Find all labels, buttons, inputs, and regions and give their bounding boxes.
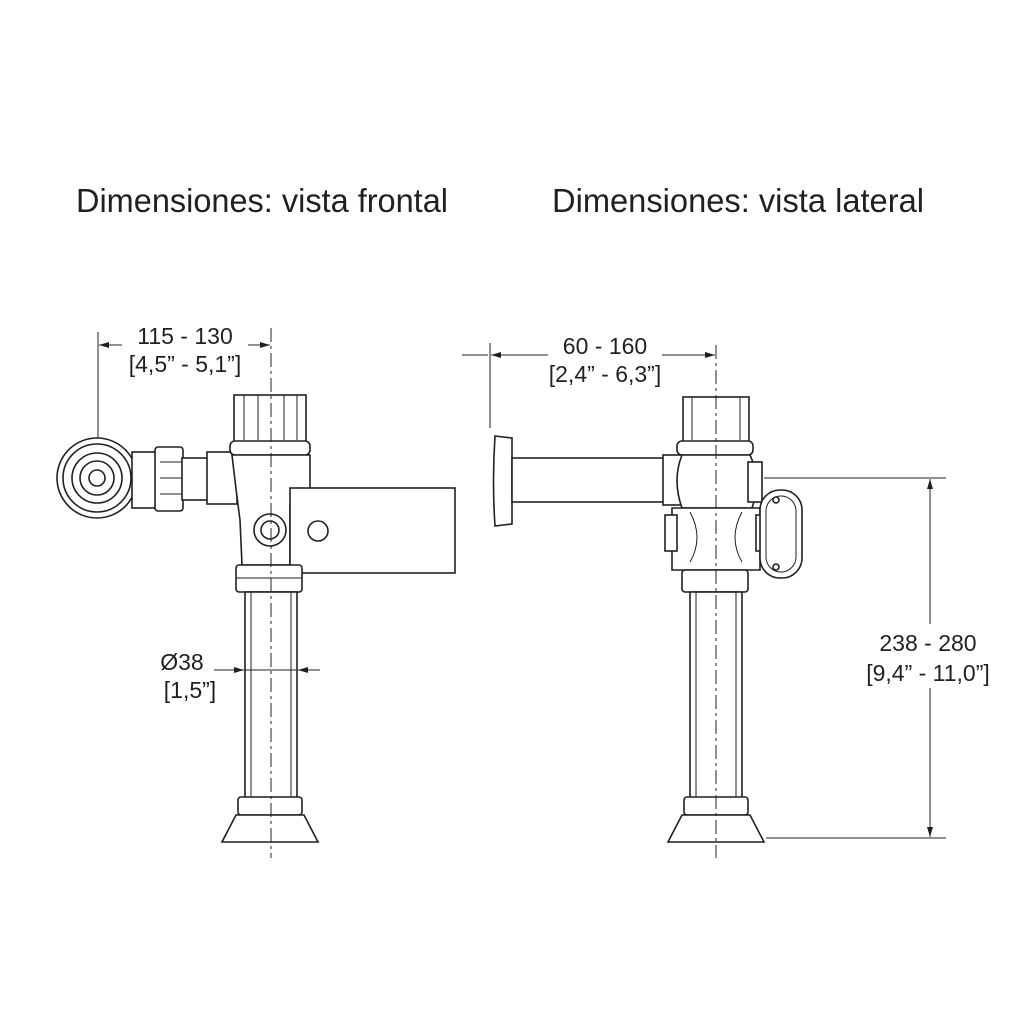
adjustment-screw-icon (260, 520, 280, 540)
coupling-nut (154, 446, 184, 512)
valve-cap (233, 394, 307, 444)
height-in: [9,4” - 11,0”] (866, 660, 990, 686)
side-valve-body (676, 454, 758, 509)
wall-flange (492, 435, 513, 527)
front-width-mm: 115 - 130 (137, 323, 232, 349)
side-view-drawing: 60 - 160 [2,4” - 6,3”] 238 - 2 (462, 333, 1008, 858)
pipe-diameter-in: [1,5”] (164, 677, 216, 703)
horizontal-pipe (511, 457, 666, 503)
front-flange (220, 814, 320, 843)
side-sensor-housing (759, 489, 803, 579)
front-view-drawing: 115 - 130 [4,5” - 5,1”] (56, 323, 456, 858)
front-width-in: [4,5” - 5,1”] (129, 351, 241, 377)
side-view-title: Dimensiones: vista lateral (552, 182, 924, 219)
front-view-title: Dimensiones: vista frontal (76, 182, 448, 219)
screw-icon (772, 496, 780, 504)
height-mm: 238 - 280 (879, 630, 976, 656)
side-depth-mm: 60 - 160 (563, 333, 647, 359)
side-valve-cap (682, 396, 750, 443)
side-depth-in: [2,4” - 6,3”] (549, 361, 661, 387)
pipe-diameter-mm: Ø38 (160, 649, 203, 675)
sensor-window (307, 520, 329, 542)
screw-icon (772, 563, 780, 571)
